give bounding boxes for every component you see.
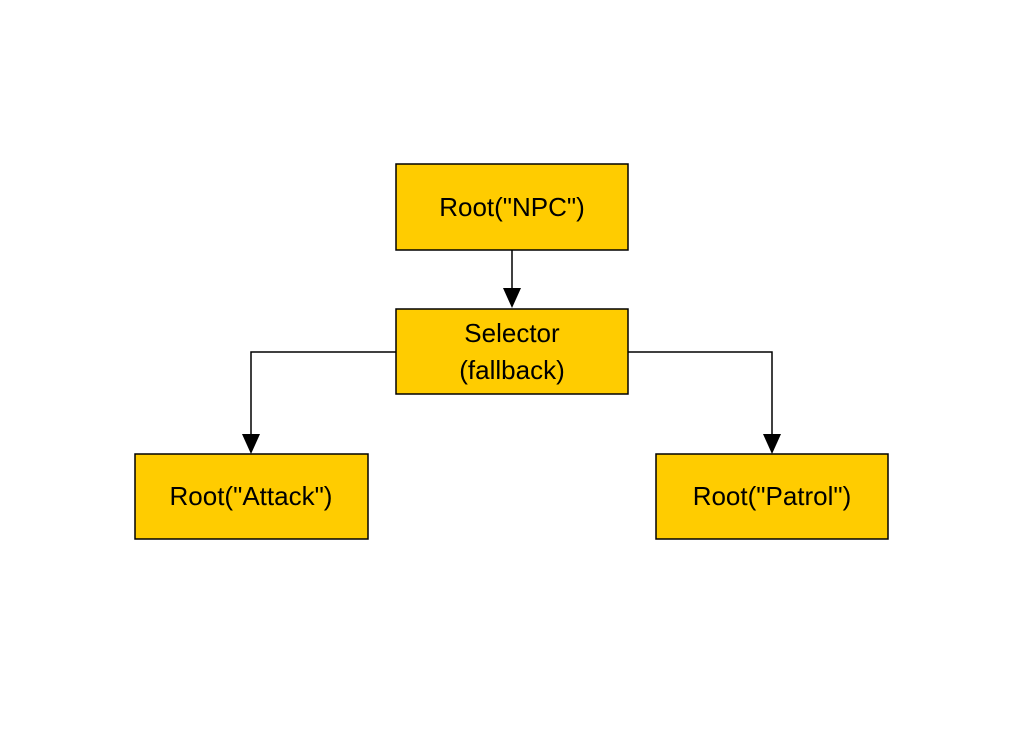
node-root-npc: Root("NPC"): [395, 163, 629, 251]
arrowhead-icon: [763, 434, 781, 454]
node-label-line1: Selector: [464, 318, 560, 348]
edge-selector-to-root-attack: [242, 351, 396, 454]
node-box: [134, 453, 369, 540]
edge-root-npc-to-selector: [503, 250, 521, 308]
node-root-attack: Root("Attack"): [134, 453, 369, 540]
arrowhead-icon: [242, 434, 260, 454]
arrowhead-icon: [503, 288, 521, 308]
node-root-patrol: Root("Patrol"): [655, 453, 889, 540]
node-box: [395, 308, 629, 395]
node-selector: Selector (fallback): [395, 308, 629, 395]
node-label: Root("Attack"): [170, 481, 333, 511]
node-box: [655, 453, 889, 540]
node-label: Root("NPC"): [439, 192, 585, 222]
node-label: Root("Patrol"): [693, 481, 852, 511]
node-box: [395, 163, 629, 251]
edge-selector-to-root-patrol: [628, 351, 781, 454]
node-label-line2: (fallback): [459, 355, 564, 385]
